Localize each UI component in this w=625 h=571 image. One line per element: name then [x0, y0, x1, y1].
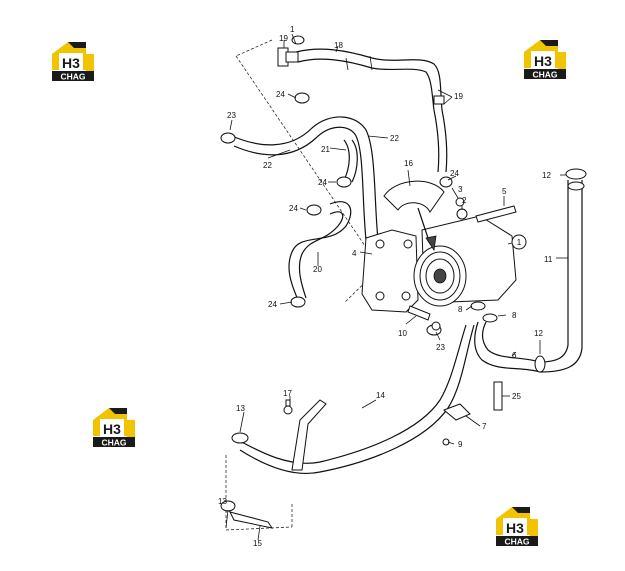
callout-12: 12	[534, 329, 543, 338]
hose-21	[343, 139, 358, 183]
bolt-10	[407, 305, 441, 331]
watermark-logo: H3 CHAG	[496, 507, 538, 547]
callout-10: 10	[398, 329, 407, 338]
callout-8: 8	[458, 305, 463, 314]
hose-14	[237, 324, 475, 474]
logo-main-text: H3	[62, 55, 80, 71]
seal-8	[470, 301, 498, 323]
logo-main-text: H3	[103, 421, 121, 437]
belt-guard-16	[383, 180, 445, 213]
callout-13: 13	[218, 497, 227, 506]
callout-13: 13	[236, 404, 245, 413]
bolt-5	[475, 205, 517, 223]
arrow-head	[425, 235, 437, 252]
callout-24: 1	[290, 25, 295, 34]
callout-20: 20	[313, 265, 322, 274]
leader-lines	[225, 33, 568, 541]
callout-24: 24	[450, 169, 459, 178]
callout-3: 3	[458, 185, 463, 194]
bracket-7	[443, 403, 471, 421]
hose-11	[539, 180, 583, 373]
logo-sub-text: CHAG	[504, 537, 529, 547]
callout-22: 22	[390, 134, 399, 143]
hose-19	[433, 95, 448, 173]
callout-23: 23	[436, 343, 445, 352]
callout-24: 24	[276, 90, 285, 99]
callout-19: 19	[454, 92, 463, 101]
pump-1	[413, 215, 517, 307]
hose-22	[231, 116, 379, 241]
bracket-4	[361, 229, 419, 313]
logo-sub-text: CHAG	[101, 438, 126, 448]
logo-main-text: H3	[506, 520, 524, 536]
callout-11: 11	[544, 255, 553, 264]
fitting-25	[493, 381, 503, 411]
fitting-19	[277, 47, 299, 67]
callout-7: 7	[482, 422, 487, 431]
callout-23: 23	[227, 111, 236, 120]
hose-18	[295, 48, 443, 111]
washer-2-3	[455, 197, 468, 220]
reference-lines	[225, 39, 381, 531]
clamp-24	[290, 35, 453, 308]
watermark-logo: H3 CHAG	[524, 40, 566, 80]
callout-14: 14	[376, 391, 385, 400]
callout-24: 24	[318, 178, 327, 187]
callout-8: 8	[512, 311, 517, 320]
callout-numbers: 1 2 3 4 5 6 7 8 8 9 10 11 12 12 13 13 14…	[218, 25, 553, 548]
callout-21: 21	[321, 145, 330, 154]
callout-1: 1	[517, 238, 522, 247]
callout-24: 24	[289, 204, 298, 213]
logo-main-text: H3	[534, 53, 552, 69]
logo-sub-text: CHAG	[60, 72, 85, 82]
callout-9: 9	[458, 440, 463, 449]
callout-12: 12	[542, 171, 551, 180]
callout-2: 2	[462, 196, 467, 205]
bracket-14	[291, 399, 327, 471]
watermark-logo: H3 CHAG	[93, 408, 135, 448]
callout-5: 5	[502, 187, 507, 196]
callout-16: 16	[404, 159, 413, 168]
watermark-logo: H3 CHAG	[52, 42, 94, 82]
callout-15: 15	[253, 539, 262, 548]
callout-19: 19	[279, 34, 288, 43]
hose-6	[474, 321, 541, 373]
bolt-17	[283, 399, 293, 415]
callout-17: 17	[283, 389, 292, 398]
callout-1-circle: 1	[511, 234, 527, 250]
hose-20	[288, 201, 352, 301]
callout-24: 24	[268, 300, 277, 309]
callout-6: 6	[512, 351, 517, 360]
hose-15	[220, 500, 274, 529]
clamp-13	[231, 432, 249, 444]
callout-25: 25	[512, 392, 521, 401]
callout-18: 18	[334, 41, 343, 50]
logo-sub-text: CHAG	[532, 70, 557, 80]
callout-4: 4	[352, 249, 357, 258]
callout-22: 22	[263, 161, 272, 170]
clamp-12	[534, 168, 587, 373]
